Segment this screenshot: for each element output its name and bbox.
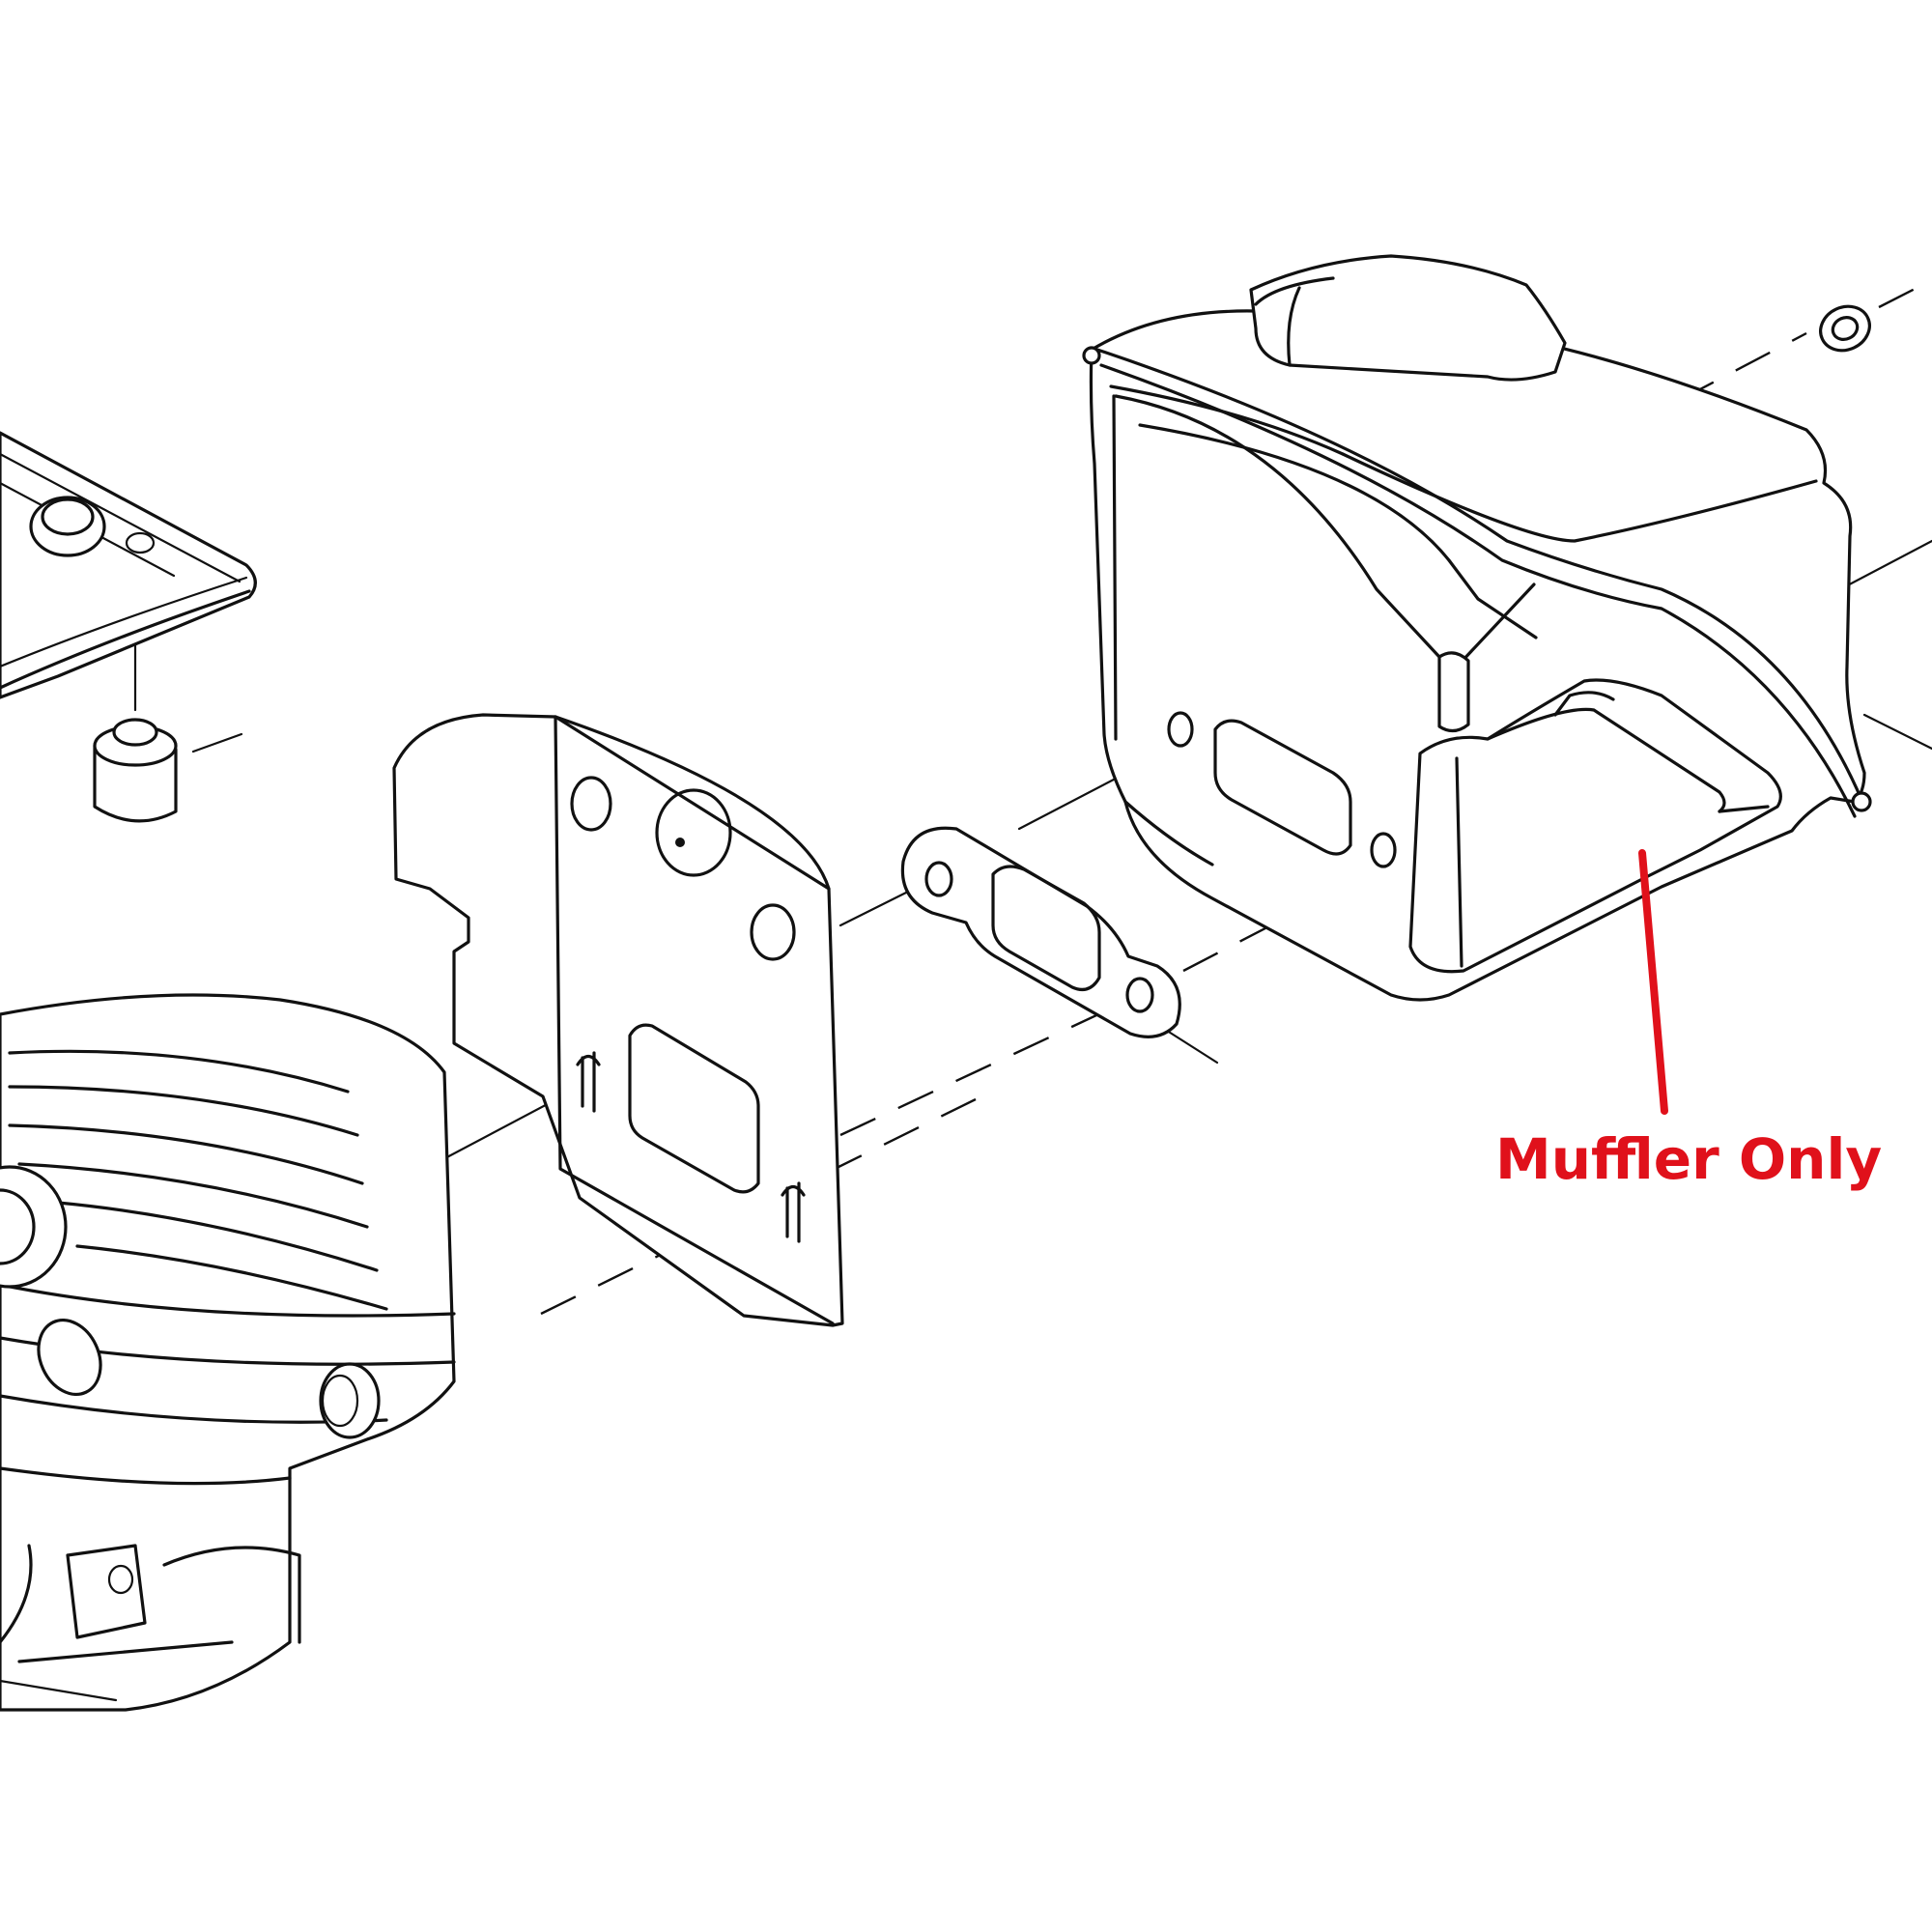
engine-cover-icon bbox=[0, 431, 257, 699]
washer-icon bbox=[1819, 304, 1871, 353]
heat-shield-plate-icon bbox=[392, 713, 844, 1327]
muffler-only-label: Muffler Only bbox=[1495, 1126, 1883, 1192]
muffler-gasket-icon bbox=[900, 826, 1181, 1038]
cylinder-icon bbox=[0, 993, 456, 1712]
muffler-icon bbox=[1082, 254, 1872, 1002]
callout-pointer-line bbox=[1638, 849, 1668, 1115]
grommet-icon bbox=[93, 718, 178, 823]
